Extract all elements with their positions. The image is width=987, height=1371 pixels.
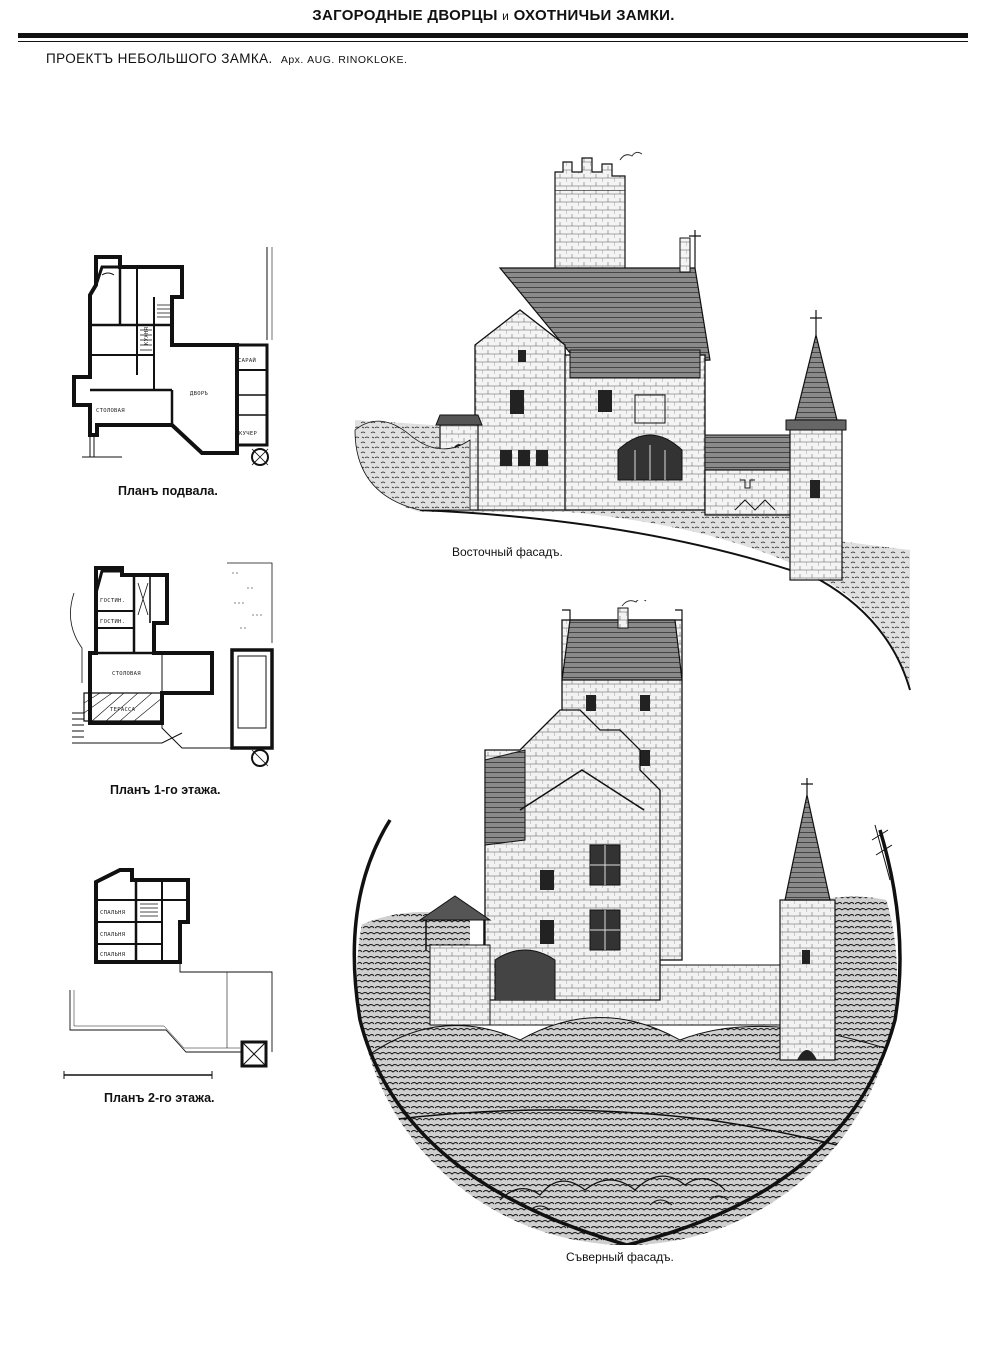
east-facade-caption: Восточный фасадъ. [452, 545, 563, 559]
project-title: ПРОЕКТЪ НЕБОЛЬШОГО ЗАМКА. [46, 51, 273, 66]
north-facade-caption: Съверный фасадъ. [566, 1250, 674, 1264]
header-rule-thick [18, 33, 968, 38]
room-kukhnya: КУХНЯ [144, 327, 150, 345]
room-spalnya-3: СПАЛЬНЯ [100, 952, 126, 958]
north-facade-drawing [352, 600, 902, 1245]
east-facade-drawing [354, 151, 911, 691]
room-terrasa: ТЕРАССА [110, 707, 136, 713]
header-title-part-a: ЗАГОРОДНЫЕ ДВОРЦЫ [312, 7, 498, 24]
room-kucher: КУЧЕР [239, 431, 257, 437]
header-rule-thin [18, 41, 968, 42]
room-gostinaya: ГОСТИН. [100, 598, 125, 604]
basement-plan-caption: Планъ подвала. [118, 484, 218, 498]
floor2-plan-drawing: СПАЛЬНЯ СПАЛЬНЯ СПАЛЬНЯ [63, 868, 273, 1079]
architect-credit: Арх. AUG. RINOKLOKE. [280, 54, 408, 66]
room-spalnya-2: СПАЛЬНЯ [100, 932, 126, 938]
floor1-plan-drawing: ГОСТИН. ГОСТИН. СТОЛОВАЯ ТЕРАССА [70, 562, 274, 767]
room-gostinaya-2: ГОСТИН. [100, 619, 125, 625]
floor2-plan-caption: Планъ 2-го этажа. [104, 1091, 215, 1105]
room-dvor: ДВОРЪ [190, 391, 208, 397]
basement-plan-drawing: САРАЙ ДВОРЪ КУХНЯ СТОЛОВАЯ КУЧЕР [72, 247, 273, 466]
room-stolovaya: СТОЛОВАЯ [96, 408, 125, 414]
page-header-title: ЗАГОРОДНЫЕ ДВОРЦЫ и ОХОТНИЧЬИ ЗАМКИ. [0, 7, 987, 24]
header-title-part-b: ОХОТНИЧЬИ ЗАМКИ. [513, 7, 675, 24]
project-subtitle: ПРОЕКТЪ НЕБОЛЬШОГО ЗАМКА. Арх. AUG. RINO… [46, 51, 407, 66]
header-title-conjunction: и [502, 9, 510, 23]
room-spalnya-1: СПАЛЬНЯ [100, 910, 126, 916]
floor1-plan-caption: Планъ 1-го этажа. [110, 783, 221, 797]
room-stolovaya-floor1: СТОЛОВАЯ [112, 671, 141, 677]
room-saray: САРАЙ [238, 357, 256, 364]
